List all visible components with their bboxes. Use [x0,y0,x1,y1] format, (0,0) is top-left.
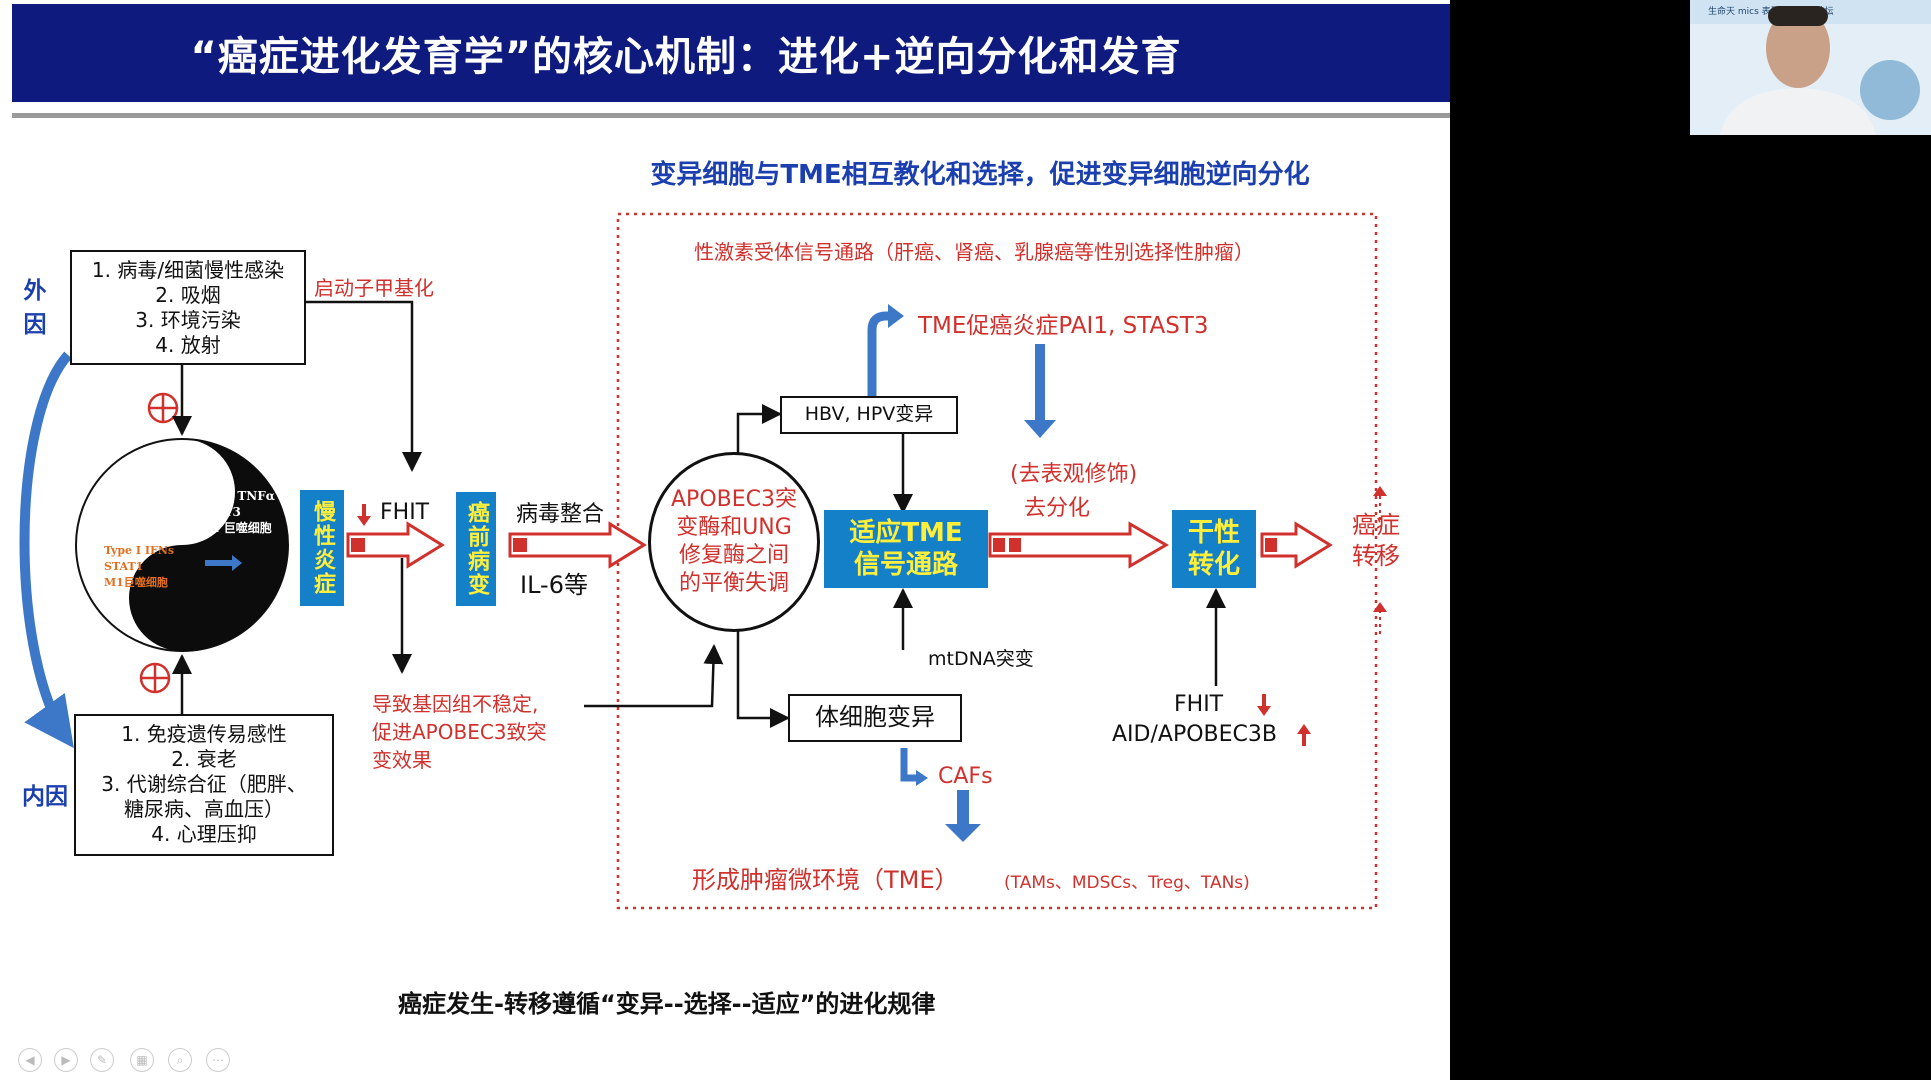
tme-dashed-region [616,212,1378,910]
internal-cause-label: 内因 [22,784,68,810]
down-red-arrow-icon [1257,694,1271,716]
apobec-balance-circle: APOBEC3突 变酶和UNG 修复酶之间 的平衡失调 [648,452,820,632]
text-line: 癌症 [1352,511,1400,539]
il6-label: IL-6等 [520,571,588,599]
external-label-char: 外 [23,278,47,304]
text-line: 修复酶之间 [678,543,789,568]
text-line: 促进APOBEC3致突 [372,720,547,744]
slide-title: “癌症进化发育学”的核心机制：进化+逆向分化和发育 [190,34,1182,80]
more-options-icon[interactable]: ⋯ [206,1048,230,1072]
genome-instability-text: 导致基因组不稳定, 促进APOBEC3致突 变效果 [372,690,547,774]
list-item: 4. 放射 [155,333,221,357]
cafs-label: CAFs [938,764,993,789]
dedifferentiation-label: 去分化 [1024,496,1091,521]
next-slide-icon[interactable]: ▶ [54,1048,78,1072]
diagram-graphics [19,212,1387,910]
text-line: 导致基因组不稳定, [372,692,539,716]
aid-apobec-label: AID/APOBEC3B [1112,722,1277,747]
text-line: 转化 [1187,550,1240,580]
up-red-arrow-icon [1297,724,1311,746]
slide-canvas: “癌症进化发育学”的核心机制：进化+逆向分化和发育 变异细胞与TME相互教化和选… [0,0,1450,1080]
epigenetic-label: (去表观修饰) [1010,462,1138,487]
list-item: 3. 代谢综合征（肥胖、 [101,772,307,796]
list-item: 3. 环境污染 [135,308,241,332]
text-line: 信号通路 [853,550,958,580]
somatic-mutation-box: 体细胞变异 [788,694,962,742]
text-line: 转移 [1352,542,1400,570]
metastasis-label: 癌症 转移 [1352,510,1400,572]
tme-inflammation-label: TME促癌炎症PAI1, STAST3 [918,313,1209,339]
hbv-hpv-box: HBV, HPV变异 [780,396,958,434]
mtdna-label: mtDNA突变 [928,648,1034,670]
fhit-label-2: FHIT [1174,692,1224,717]
text-line: APOBEC3突 [671,487,797,512]
yinyang-light-text: Type I IFNs STAT1 M1巨噬细胞 [104,543,174,591]
double-arrow-icon [988,521,1169,569]
external-label-char: 因 [23,312,47,338]
yinyang-line: STAT1 [104,560,144,573]
stemness-box: 干性 转化 [1172,510,1256,588]
tme-signal-box: 适应TME 信号通路 [824,510,988,588]
viral-integration-label: 病毒整合 [516,502,605,527]
prev-slide-icon[interactable]: ◀ [18,1048,42,1072]
plus-circle-icon [139,662,171,694]
chronic-inflammation-box: 慢性炎症 [300,490,344,606]
list-item: 1. 免疫遗传易感性 [121,722,287,746]
plus-circle-icon [147,392,179,424]
double-arrow-icon [1260,521,1333,569]
yinyang-line: M2 巨噬细胞 [198,521,272,535]
slide-footer-text: 癌症发生-转移遵循“变异--选择--适应”的进化规律 [398,990,936,1018]
slide-subtitle: 变异细胞与TME相互教化和选择，促进变异细胞逆向分化 [650,160,1310,190]
text-line: 的平衡失调 [678,571,789,596]
speaker-video-thumbnail: 生命天 mics 表型组学前沿论坛 [1690,0,1931,135]
text-line: 变效果 [372,748,432,772]
text-line: 变酶和UNG [676,515,792,540]
external-cause-box: 1. 病毒/细菌慢性感染 2. 吸烟 3. 环境污染 4. 放射 [70,250,306,365]
promoter-methylation-label: 启动子甲基化 [314,276,434,300]
precancerous-box: 癌前病变 [456,492,496,606]
tme-formation-label: 形成肿瘤微环境（TME） [692,866,959,894]
text-line: 干性 [1187,518,1240,548]
tme-cells-label: (TAMs、MDSCs、Treg、TANs) [1004,873,1250,893]
slides-grid-icon[interactable]: ▦ [130,1048,154,1072]
sex-hormone-label: 性激素受体信号通路（肝癌、肾癌、乳腺癌等性别选择性肿瘤） [694,240,1254,264]
yinyang-symbol [75,438,289,652]
yinyang-line: IL-6、TNFα [198,489,276,503]
speaker-figure [1690,6,1931,135]
double-arrow-icon [346,521,445,569]
list-item: 4. 心理压抑 [151,822,257,846]
fhit-label: FHIT [380,500,430,525]
yinyang-line: M1巨噬细胞 [104,576,168,589]
pen-icon[interactable]: ✎ [90,1048,114,1072]
header-divider [12,113,1450,118]
internal-cause-box: 1. 免疫遗传易感性 2. 衰老 3. 代谢综合征（肥胖、 糖尿病、高血压） 4… [74,714,334,856]
external-internal-curve [19,351,74,749]
down-red-arrow-icon [357,504,371,526]
yinyang-dark-text: IL-6、TNFα STAT3 M2 巨噬细胞 [198,488,275,536]
list-item: 2. 衰老 [171,747,237,771]
external-cause-label: 外 因 [20,274,50,342]
zoom-icon[interactable]: ⌕ [168,1048,192,1072]
double-arrow-icon [508,521,647,569]
yinyang-line: Type I IFNs [104,544,175,557]
yinyang-line: STAT3 [198,505,241,519]
slide-header [12,4,1450,102]
list-item: 1. 病毒/细菌慢性感染 [91,258,285,282]
text-line: 适应TME [849,518,963,548]
list-item: 糖尿病、高血压） [124,797,284,821]
list-item: 2. 吸烟 [155,283,221,307]
